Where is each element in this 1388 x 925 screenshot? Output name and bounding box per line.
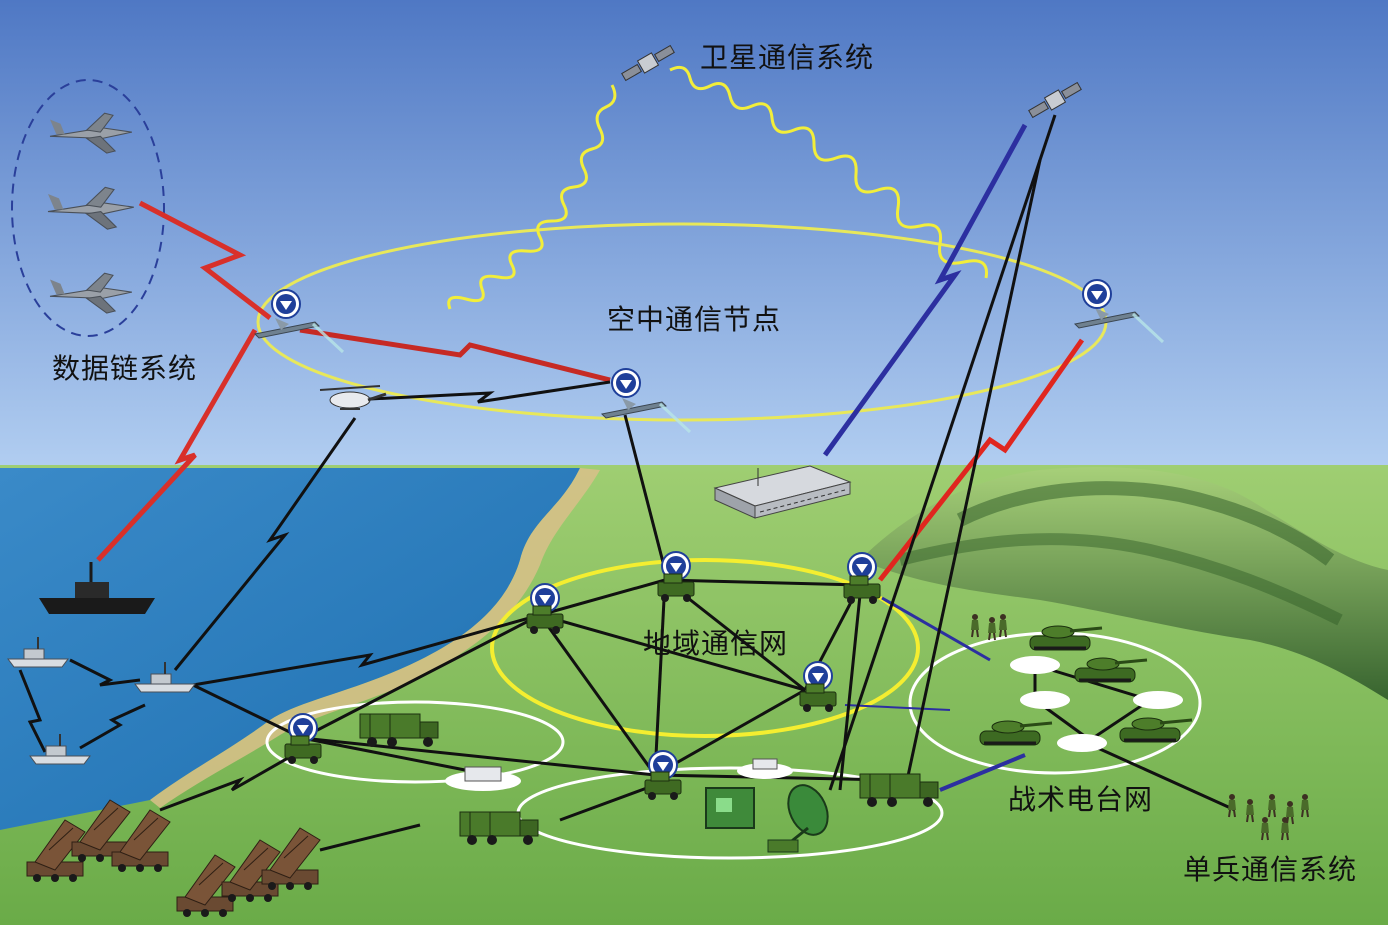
- data-link-jets-uav: [138, 200, 272, 320]
- shelter-icon-2: [737, 758, 793, 779]
- radio-box-icon: [705, 787, 755, 829]
- label-satellite-system: 卫星通信系统: [700, 41, 875, 74]
- satellite-icon-2: [1028, 81, 1082, 119]
- link-truck-radio: [939, 753, 1026, 792]
- data-link-group-ring: [11, 79, 165, 337]
- tactical-radio-units: [978, 624, 1194, 752]
- label-air-nodes: 空中通信节点: [607, 303, 782, 336]
- label-soldier-system: 单兵通信系统: [1183, 853, 1358, 886]
- helicopter-icon: [319, 385, 387, 410]
- data-link-uav-uav: [299, 327, 611, 383]
- label-tactical-radio: 战术电台网: [1008, 783, 1154, 816]
- link-node-radio: [881, 596, 991, 662]
- area-network-ring: [490, 558, 920, 738]
- label-area-network: 地域通信网: [643, 627, 789, 660]
- local-ring-left: [265, 700, 565, 784]
- warship-icon: [39, 562, 155, 614]
- node-badge-icon: [271, 289, 301, 319]
- label-data-link: 数据链系统: [52, 352, 198, 385]
- node-badge-icon: [611, 368, 641, 398]
- sea: [0, 468, 580, 830]
- sky: [0, 0, 1388, 480]
- data-link-uav-ship: [96, 328, 258, 562]
- node-badge-icon: [1082, 279, 1112, 309]
- data-link-uav-ground: [878, 338, 1085, 582]
- link-node-radio-2: [844, 704, 951, 711]
- command-building-icon: [713, 465, 852, 519]
- satellite-wave-link-left: [447, 84, 617, 310]
- satellite-icon: [621, 44, 675, 82]
- satellite-beam-building: [822, 123, 1028, 457]
- satellite-wave-link-right: [669, 65, 989, 279]
- beach: [150, 468, 600, 808]
- shelter-icon: [445, 766, 521, 791]
- dish-antenna-icon: [767, 784, 829, 853]
